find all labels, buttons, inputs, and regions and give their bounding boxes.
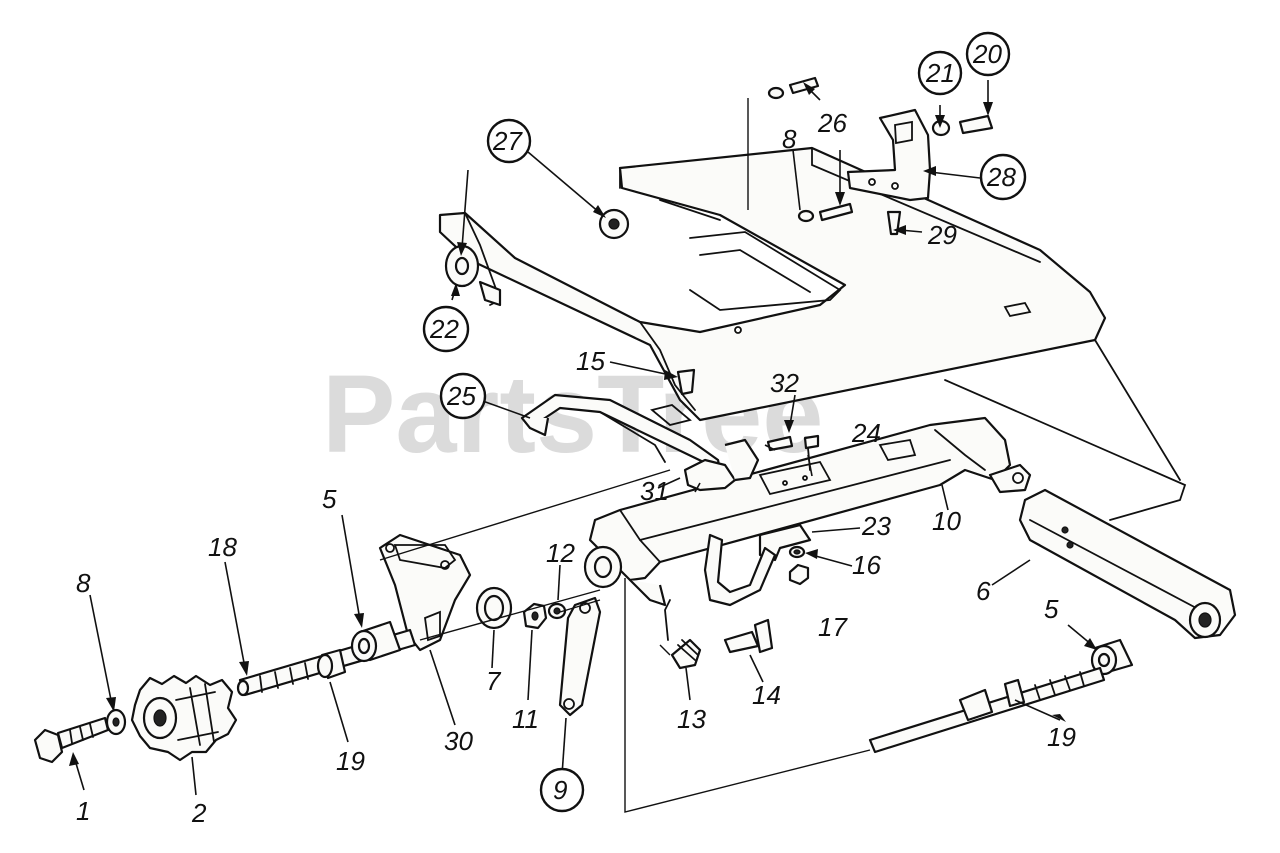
roller-22 — [444, 244, 502, 307]
screw-26-top — [767, 76, 820, 100]
washer-8-left — [105, 708, 127, 736]
bolt-14 — [723, 618, 774, 654]
guide-lines — [379, 98, 1041, 813]
callout-1: 1 — [76, 796, 90, 826]
bar-25 — [520, 393, 722, 472]
svg-text:9: 9 — [553, 775, 567, 805]
spring-13 — [664, 599, 702, 670]
svg-text:27: 27 — [492, 126, 523, 156]
link-9 — [558, 596, 602, 717]
callout-25: 25 — [439, 372, 487, 420]
bushing-7 — [475, 586, 513, 630]
arm-6 — [1018, 488, 1237, 640]
callout-9: 9 — [539, 767, 585, 813]
callout-12: 12 — [546, 538, 575, 568]
bolt-1 — [33, 716, 110, 764]
callout-31: 31 — [640, 476, 669, 506]
callout-27: 27 — [486, 118, 532, 164]
bearing-5-left — [350, 620, 402, 663]
callout-21: 21 — [917, 50, 963, 96]
callout-8-top: 8 — [782, 124, 797, 154]
hook-bracket — [703, 533, 777, 607]
callout-28: 28 — [979, 153, 1027, 201]
callout-5-left: 5 — [322, 484, 337, 514]
washer-12 — [547, 602, 567, 620]
callout-5-right: 5 — [1044, 594, 1059, 624]
washer-16 — [788, 545, 806, 559]
bearing-5-right — [1090, 638, 1134, 676]
svg-text:20: 20 — [972, 39, 1002, 69]
callout-7: 7 — [486, 666, 502, 696]
callout-11: 11 — [512, 704, 539, 734]
lower-frame-10 — [583, 416, 1032, 607]
bracket-31 — [683, 438, 760, 492]
callout-19-right: 19 — [1047, 722, 1076, 752]
bumper-27 — [598, 208, 630, 240]
collar-19 — [316, 648, 347, 680]
callout-14: 14 — [752, 680, 781, 710]
callout-23: 23 — [861, 511, 891, 541]
svg-text:28: 28 — [986, 162, 1016, 192]
callout-2: 2 — [191, 798, 207, 828]
callout-26: 26 — [817, 108, 847, 138]
leader-lines — [69, 80, 1097, 796]
callout-19-left: 19 — [336, 746, 365, 776]
callout-15: 15 — [576, 346, 605, 376]
nut-17 — [788, 563, 810, 586]
bracket-28 — [846, 108, 932, 202]
callout-29: 29 — [927, 220, 957, 250]
callout-10: 10 — [932, 506, 961, 536]
callout-8-left: 8 — [76, 568, 91, 598]
upper-frame — [438, 146, 1187, 521]
sprocket-2 — [130, 674, 238, 762]
callout-18: 18 — [208, 532, 237, 562]
screw-26-mid — [797, 202, 854, 223]
bolt-15 — [650, 368, 696, 426]
callout-labels: 1 2 8 18 5 19 30 7 11 12 13 14 15 31 32 … — [76, 108, 1076, 828]
svg-text:25: 25 — [446, 381, 476, 411]
callout-16: 16 — [852, 550, 881, 580]
callout-20: 20 — [965, 31, 1011, 77]
callout-13: 13 — [677, 704, 706, 734]
callout-22: 22 — [422, 305, 470, 353]
callout-17: 17 — [818, 612, 848, 642]
callout-32: 32 — [770, 368, 799, 398]
svg-text:21: 21 — [925, 58, 955, 88]
svg-text:22: 22 — [429, 314, 459, 344]
shaft-19-right — [868, 666, 1106, 754]
callout-6: 6 — [976, 576, 991, 606]
callout-24: 24 — [851, 418, 881, 448]
callout-30: 30 — [444, 726, 473, 756]
